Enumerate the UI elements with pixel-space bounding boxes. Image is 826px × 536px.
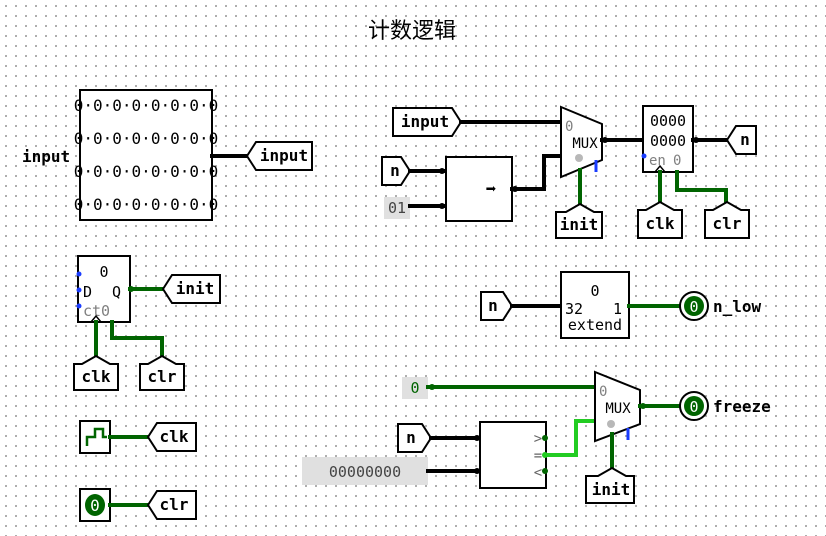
const-zeros: 00000000 (329, 463, 401, 481)
n-low-output: 0 (679, 291, 709, 321)
svg-text:0: 0 (90, 496, 100, 515)
svg-text:en: en (649, 153, 666, 169)
clk-tunnel-clock[interactable]: clk (146, 422, 197, 452)
clr-tunnel-register[interactable]: clr (139, 354, 185, 391)
svg-text:<: < (534, 465, 542, 481)
counter-register[interactable]: 0000 0000 en 0 (641, 105, 694, 173)
svg-text:input: input (401, 112, 449, 131)
svg-text:>: > (534, 431, 542, 447)
n-tunnel-extend[interactable]: n (480, 291, 514, 321)
clr-tunnel-counter[interactable]: clr (704, 200, 750, 239)
clr-input-pin[interactable]: 0 (79, 488, 111, 522)
clk-tunnel-register[interactable]: clk (73, 354, 119, 391)
svg-text:clk: clk (646, 214, 675, 233)
svg-text:init: init (560, 215, 599, 234)
svg-text:input: input (260, 146, 308, 165)
input-row-1: 0·0·0·0·0·0·0·0 (74, 96, 219, 115)
bit-extender[interactable]: 0 32 1 extend (560, 271, 630, 339)
svg-text:32: 32 (565, 300, 583, 318)
svg-text:1: 1 (613, 300, 622, 318)
svg-text:0: 0 (590, 282, 599, 300)
svg-text:n: n (406, 428, 416, 447)
init-tunnel-mux-bottom[interactable]: init (585, 466, 635, 504)
mux-bottom[interactable]: 0 MUX (594, 370, 641, 443)
n-tunnel-counter-out[interactable]: n (725, 125, 757, 155)
svg-text:init: init (176, 279, 215, 298)
svg-text:clr: clr (148, 367, 177, 386)
const-zero-bg (402, 377, 428, 399)
freeze-output: 0 (679, 391, 709, 421)
shifter[interactable]: ➡ (445, 156, 513, 222)
init-tunnel-mux-top[interactable]: init (555, 202, 603, 239)
input-block[interactable]: 0·0·0·0·0·0·0·0 0·0·0·0·0·0·0·0 0·0·0·0·… (74, 89, 219, 221)
svg-text:clr: clr (160, 495, 189, 514)
const-01-bg (384, 197, 410, 219)
svg-text:➡: ➡ (486, 179, 497, 200)
n-low-label: n_low (713, 297, 762, 316)
svg-text:extend: extend (568, 316, 622, 334)
init-tunnel-register[interactable]: init (161, 274, 221, 304)
page-title: 计数逻辑 (368, 19, 456, 44)
n-tunnel-comparator[interactable]: n (397, 423, 433, 453)
const-zeros-bg (302, 457, 428, 485)
clr-tunnel-pin[interactable]: clr (146, 490, 197, 520)
svg-text:=: = (534, 448, 542, 464)
svg-text:n: n (390, 161, 400, 180)
svg-text:0: 0 (599, 384, 607, 400)
svg-text:0: 0 (565, 119, 573, 135)
svg-text:0000: 0000 (650, 132, 686, 150)
input-block-label: input (22, 147, 70, 166)
const-01: 01 (388, 199, 406, 217)
input-row-4: 0·0·0·0·0·0·0·0 (74, 195, 219, 214)
svg-text:clk: clk (160, 427, 189, 446)
freeze-label: freeze (713, 397, 771, 416)
svg-text:n: n (740, 130, 750, 149)
clk-tunnel-counter[interactable]: clk (637, 200, 683, 239)
svg-text:0000: 0000 (650, 112, 686, 130)
svg-text:ct0: ct0 (83, 302, 110, 320)
d-register[interactable]: 0 D Q ct0 (76, 255, 131, 323)
svg-text:0: 0 (689, 398, 698, 416)
svg-text:init: init (592, 480, 631, 499)
svg-text:MUX: MUX (572, 136, 598, 152)
n-tunnel-shifter[interactable]: n (381, 156, 412, 186)
svg-text:MUX: MUX (605, 401, 631, 417)
input-row-3: 0·0·0·0·0·0·0·0 (74, 162, 219, 181)
svg-text:0: 0 (673, 153, 681, 169)
svg-text:clk: clk (82, 367, 111, 386)
svg-text:Q: Q (112, 283, 121, 301)
comparator[interactable]: > = < (479, 421, 547, 489)
clock-source[interactable] (79, 420, 111, 454)
mux-top[interactable]: 0 MUX (560, 105, 603, 179)
svg-text:0: 0 (99, 263, 108, 281)
svg-text:D: D (83, 283, 92, 301)
input-tunnel[interactable]: input (245, 141, 313, 171)
svg-text:n: n (488, 296, 498, 315)
input-tunnel-mux[interactable]: input (392, 107, 463, 137)
input-row-2: 0·0·0·0·0·0·0·0 (74, 129, 219, 148)
svg-text:clr: clr (713, 214, 742, 233)
svg-text:0: 0 (689, 298, 698, 316)
const-zero: 0 (410, 379, 419, 397)
